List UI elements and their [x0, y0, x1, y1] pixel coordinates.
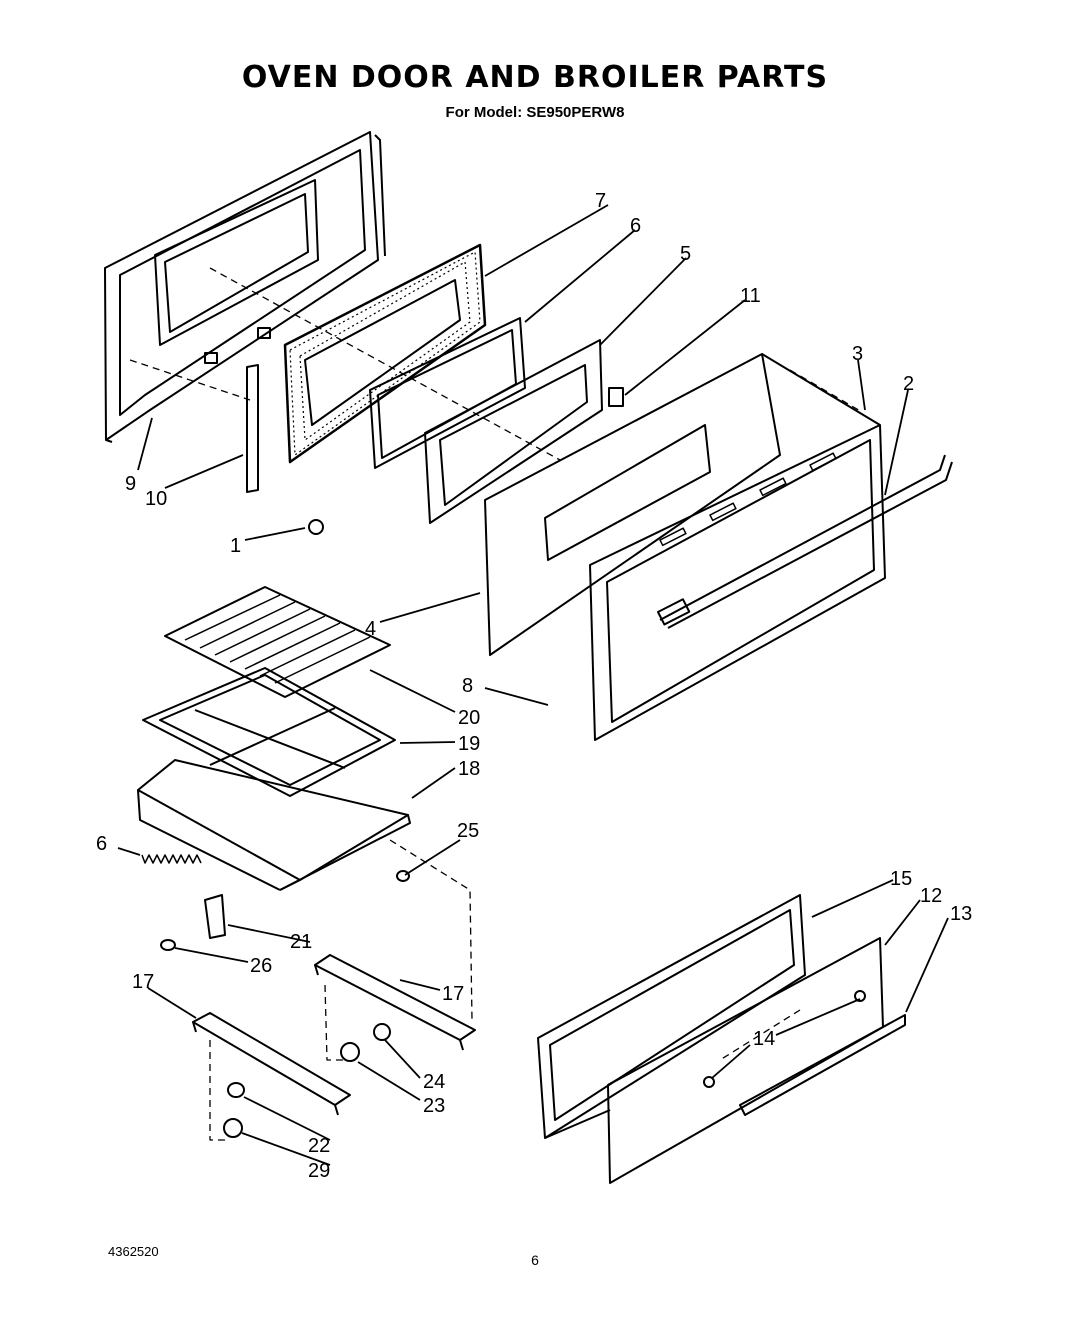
callout-12: 12: [920, 885, 942, 907]
callout-15: 15: [890, 868, 912, 890]
callout-24: 24: [423, 1071, 445, 1093]
callout-8: 8: [462, 675, 473, 697]
model-subtitle: For Model: SE950PERW8: [445, 104, 625, 121]
door-frame: [589, 353, 886, 741]
window-frame: [424, 339, 603, 524]
document-number: 4362520: [108, 1244, 159, 1259]
callout-23: 23: [423, 1095, 445, 1117]
screw-26: [160, 939, 176, 951]
hinge-channel: [246, 364, 259, 493]
roller-23: [340, 1042, 360, 1062]
callout-17-right: 17: [442, 983, 464, 1005]
bearing-24: [373, 1023, 391, 1041]
callout-2: 2: [903, 373, 914, 395]
roller-29: [223, 1118, 243, 1138]
screw-25: [396, 870, 410, 882]
rail-bracket-right: [314, 954, 476, 1051]
page-title: OVEN DOOR AND BROILER PARTS: [241, 60, 829, 95]
callout-3: 3: [852, 343, 863, 365]
bearing-22: [227, 1082, 245, 1098]
fastener-14a: [854, 990, 866, 1002]
callout-6-top: 6: [630, 215, 641, 237]
rail-bracket-left: [192, 1012, 351, 1116]
callout-labels: 7 6 5 11 3 2 9 10 1 4 8 20 19 18 6 25 21…: [96, 190, 972, 1182]
broiler-pan: [137, 759, 411, 891]
spring: [141, 854, 202, 864]
latch: [204, 894, 226, 939]
page-number: 6: [531, 1252, 539, 1268]
alignment-lines: [129, 267, 863, 1141]
callout-7: 7: [595, 190, 606, 212]
callout-21: 21: [290, 931, 312, 953]
callout-25: 25: [457, 820, 479, 842]
screw-1: [308, 519, 324, 535]
callout-10: 10: [145, 488, 167, 510]
callout-11: 11: [740, 285, 761, 307]
fastener-14b: [703, 1076, 715, 1088]
callout-17-left: 17: [132, 971, 154, 993]
leader-lines: [117, 204, 949, 1166]
drawer-trim: [739, 1014, 906, 1116]
door-handle: [657, 454, 953, 629]
callout-26: 26: [250, 955, 272, 977]
callout-5: 5: [680, 243, 691, 265]
callout-19: 19: [458, 733, 480, 755]
outer-door-glass: [484, 353, 781, 656]
callout-13: 13: [950, 903, 972, 925]
callout-22: 22: [308, 1135, 330, 1157]
callout-14: 14: [753, 1028, 775, 1050]
drawer-panel-back: [537, 894, 806, 1139]
callout-6-bottom: 6: [96, 833, 107, 855]
insulation-pad: [283, 243, 487, 464]
broiler-grid: [164, 586, 391, 698]
callout-9: 9: [125, 473, 136, 495]
callout-20: 20: [458, 707, 480, 729]
callout-18: 18: [458, 758, 480, 780]
bracket-11: [608, 387, 624, 407]
callout-1: 1: [230, 535, 241, 557]
inner-door-panel: [104, 131, 386, 443]
callout-29: 29: [308, 1160, 330, 1182]
callout-4: 4: [365, 618, 376, 640]
broiler-pan-insert: [142, 667, 396, 797]
